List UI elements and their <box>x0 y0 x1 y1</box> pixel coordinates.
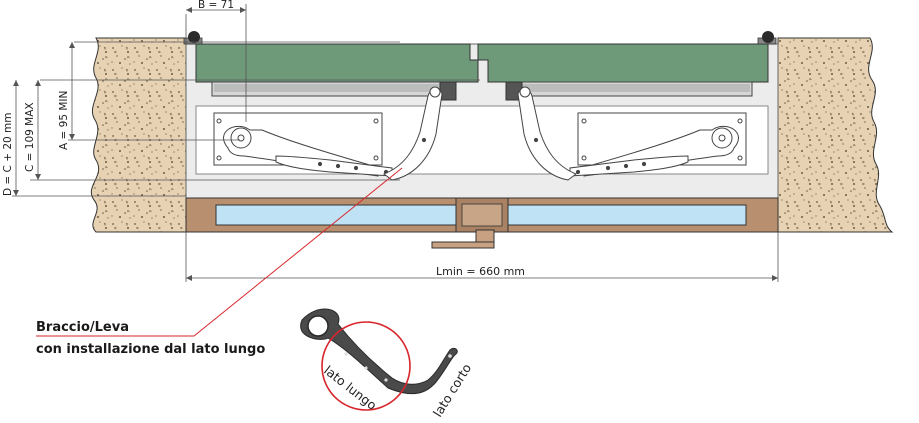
arm-short-side-label: lato corto <box>430 361 474 420</box>
callout-subtitle: con installazione dal lato lungo <box>36 342 265 357</box>
arm-pivot-ring <box>307 315 329 337</box>
right-concrete-wall <box>777 37 894 233</box>
dimension-arrows <box>13 7 778 281</box>
window-frame <box>185 197 779 233</box>
right-door-panel <box>477 43 769 101</box>
callout-leader-line <box>36 167 403 337</box>
callout-title: Braccio/Leva <box>36 320 129 335</box>
left-hinge-knob <box>183 31 203 45</box>
left-concrete-wall <box>91 37 187 233</box>
dim-d-label: D = C + 20 mm <box>2 112 14 196</box>
right-hinge-knob <box>757 31 777 45</box>
dimension-lines <box>12 4 779 282</box>
door-handle <box>431 229 495 249</box>
right-mechanism <box>517 86 747 181</box>
dim-a-label: A = 95 MIN <box>58 91 70 150</box>
left-door-panel <box>195 43 479 101</box>
dim-b-label: B = 71 <box>198 0 234 11</box>
left-mechanism <box>213 86 443 181</box>
long-side-highlight-circle <box>321 321 411 411</box>
dim-lmin-label: Lmin = 660 mm <box>436 265 525 278</box>
arm-illustration <box>300 308 458 411</box>
dim-c-label: C = 109 MAX <box>24 102 36 172</box>
